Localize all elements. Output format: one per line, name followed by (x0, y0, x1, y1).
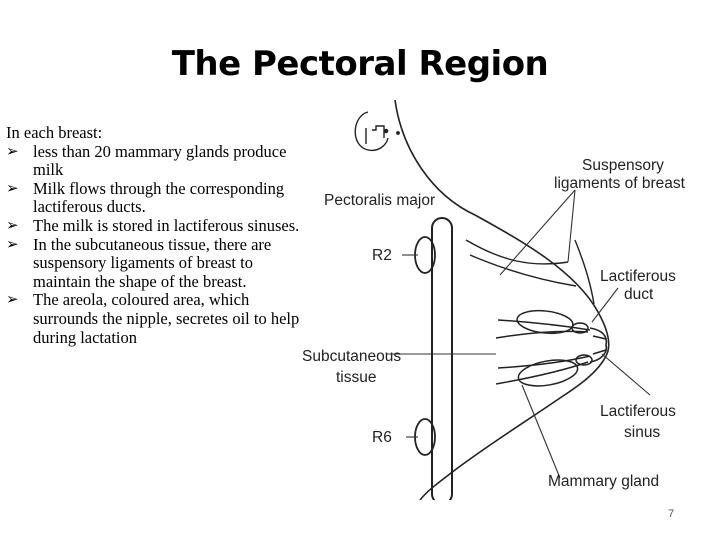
label-suspensory-line1: Suspensory (582, 157, 664, 174)
intro-text: In each breast: (6, 123, 103, 142)
label-r6: R6 (372, 429, 392, 446)
arrowhead-bullet-icon: ➢ (6, 236, 19, 253)
bullet-text: The milk is stored in lactiferous sinuse… (33, 215, 300, 235)
suspensory-ligaments (465, 239, 595, 305)
page-number: 7 (668, 508, 675, 520)
label-lactiferous-duct-line1: Lactiferous (600, 268, 676, 285)
bullet-item: ➢ In the subcutaneous tissue, there are … (6, 234, 302, 292)
bullet-item: ➢ less than 20 mammary glands produce mi… (6, 141, 302, 180)
label-lactiferous-sinus-line2: sinus (624, 424, 660, 441)
pectoralis-major-shape (431, 217, 453, 500)
label-suspensory-line2: ligaments of breast (554, 175, 686, 192)
bullet-item: ➢ Milk flows through the corresponding l… (6, 178, 302, 217)
chest-contour (394, 100, 610, 500)
bullet-text: Milk flows through the corresponding lac… (33, 178, 285, 217)
label-pectoralis-major: Pectoralis major (324, 192, 435, 209)
label-r2: R2 (372, 247, 392, 264)
bullet-item: ➢ The milk is stored in lactiferous sinu… (6, 215, 302, 236)
nipple-shape (589, 327, 608, 363)
bullet-text: less than 20 mammary glands produce milk (33, 141, 287, 180)
bullet-item: ➢ The areola, coloured area, which surro… (6, 291, 302, 347)
label-subcutaneous-line1: Subcutaneous (302, 348, 401, 365)
label-lactiferous-sinus-line1: Lactiferous (600, 403, 676, 420)
slide-body: In each breast: ➢ less than 20 mammary g… (6, 123, 302, 348)
label-subcutaneous-line2: tissue (336, 369, 377, 386)
label-leader-lines (386, 189, 651, 479)
label-lactiferous-duct-line2: duct (624, 286, 654, 303)
bullet-text: In the subcutaneous tissue, there are su… (33, 234, 272, 291)
lactiferous-ducts (495, 309, 593, 387)
body-orientation-icon (354, 111, 400, 152)
arrowhead-bullet-icon: ➢ (6, 143, 19, 160)
bullet-list: ➢ less than 20 mammary glands produce mi… (6, 141, 302, 348)
slide-title: The Pectoral Region (171, 44, 549, 84)
arrowhead-bullet-icon: ➢ (6, 217, 19, 234)
arrowhead-bullet-icon: ➢ (6, 292, 19, 309)
bullet-text: The areola, coloured area, which surroun… (33, 290, 300, 347)
label-mammary-gland: Mammary gland (548, 473, 659, 490)
breast-anatomy-diagram: Suspensory ligaments of breast Pectorali… (302, 100, 686, 500)
arrowhead-bullet-icon: ➢ (6, 180, 19, 197)
